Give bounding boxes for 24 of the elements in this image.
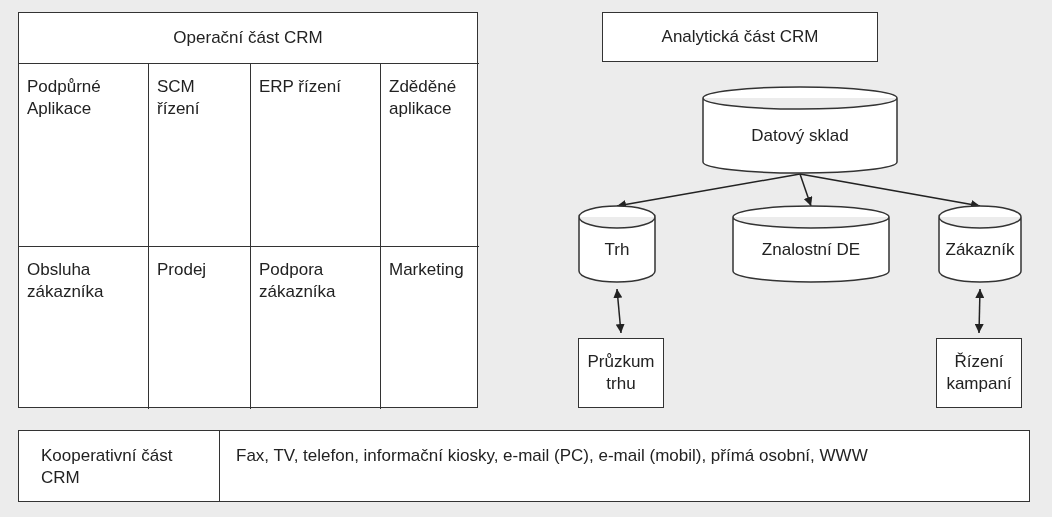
label-box: Průzkum trhu	[578, 338, 664, 408]
node-label: Znalostní DE	[760, 239, 862, 260]
table-cell: Prodej	[149, 246, 251, 409]
node-label: Trh	[603, 239, 631, 260]
label-box: Analytická část CRM	[602, 12, 878, 62]
table-frame	[18, 430, 1030, 502]
arrow	[613, 288, 625, 334]
arrow	[799, 173, 813, 207]
label-box: Řízení kampaní	[936, 338, 1022, 408]
table-frame	[18, 12, 478, 408]
node-label: Zákazník	[944, 239, 1016, 260]
table-cell: Fax, TV, telefon, informační kiosky, e-mail (PC), e-mail (mobil), přímá osobní, WWW	[219, 431, 1029, 501]
arrow	[616, 173, 801, 209]
section-title: Kooperativní část CRM	[41, 445, 174, 490]
table-cell: Obsluha zákazníka	[19, 246, 149, 409]
node-label: Datový sklad	[750, 125, 850, 146]
arrow	[974, 288, 985, 334]
table-cell: Zděděné aplikace	[381, 63, 479, 246]
table-cell: Marketing	[381, 246, 479, 409]
table-cell: Podpora zákazníka	[251, 246, 381, 409]
table-header: Operační část CRM	[172, 27, 324, 49]
table-cell: Podpůrné Aplikace	[19, 63, 149, 246]
table-cell: SCM řízení	[149, 63, 251, 246]
table-cell: ERP řízení	[251, 63, 381, 246]
